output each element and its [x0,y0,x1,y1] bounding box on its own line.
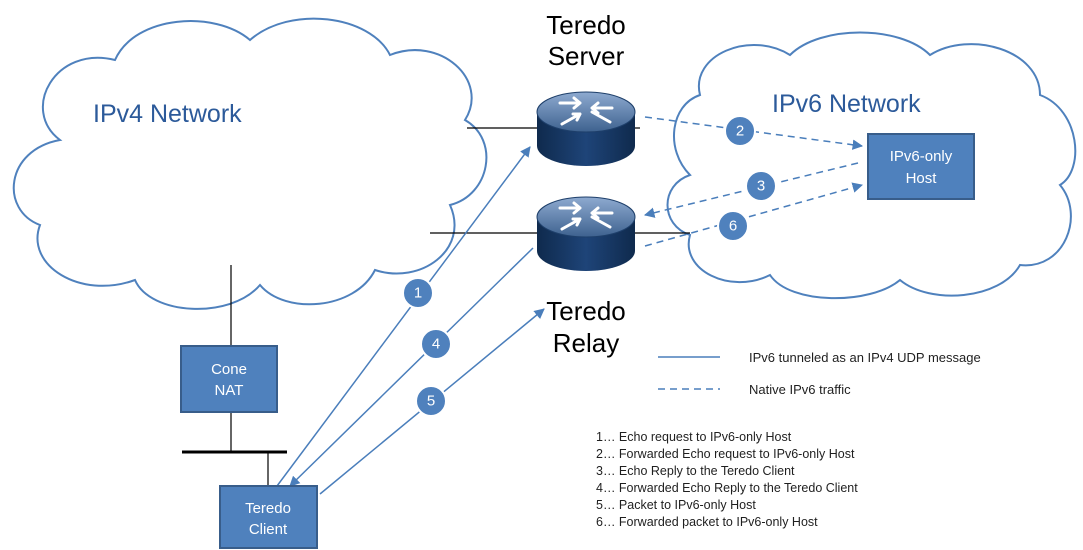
ipv6-host-label-line2: Host [906,170,938,187]
arrow-step-6 [644,182,864,247]
teredo-server-label-line2: Server [548,41,625,71]
note-step-5: 5… Packet to IPv6-only Host [596,498,756,512]
note-step-6: 6… Forwarded packet to IPv6-only Host [596,515,818,529]
ipv6-host-label-line1: IPv6-only [890,148,953,165]
step-badge-5-label: 5 [427,393,435,410]
step-badge-5: 5 [415,385,447,417]
step-badge-3-label: 3 [757,178,765,195]
note-step-4: 4… Forwarded Echo Reply to the Teredo Cl… [596,481,858,495]
teredo-relay-label-line1: Teredo [546,296,626,326]
legend-tunneled-label: IPv6 tunneled as an IPv4 UDP message [749,350,981,365]
teredo-relay-label-line2: Relay [553,328,619,358]
arrow-step-1 [276,146,531,487]
step-badge-6: 6 [717,210,749,242]
cone-nat-box: Cone NAT [180,345,278,413]
step-badge-2-label: 2 [736,123,744,140]
arrow-step-4 [289,247,534,487]
note-step-1: 1… Echo request to IPv6-only Host [596,430,792,444]
step-notes: 1… Echo request to IPv6-only Host 2… For… [596,430,858,529]
step-badge-6-label: 6 [729,218,737,235]
ipv6-host-box: IPv6-only Host [867,133,975,200]
teredo-client-box: Teredo Client [219,485,318,549]
step-badge-4-label: 4 [432,336,440,353]
teredo-relay-router: Teredo Relay [536,196,636,358]
router-icon [536,196,636,271]
ipv6-network-label: IPv6 Network [772,90,921,118]
legend-native-label: Native IPv6 traffic [749,382,851,397]
note-step-2: 2… Forwarded Echo request to IPv6-only H… [596,447,855,461]
ipv4-network-label: IPv4 Network [93,100,242,128]
ipv4-network-cloud: IPv4 Network [12,17,488,310]
note-step-3: 3… Echo Reply to the Teredo Client [596,464,795,478]
legend: IPv6 tunneled as an IPv4 UDP message Nat… [658,350,981,397]
cone-nat-label-line2: NAT [215,382,244,399]
teredo-client-label-line2: Client [249,521,288,538]
step-badge-3: 3 [745,170,777,202]
teredo-server-label-line1: Teredo [546,10,626,40]
step-badge-1-label: 1 [414,285,422,302]
teredo-client-label-line1: Teredo [245,500,291,517]
router-icon [536,91,636,166]
step-badge-4: 4 [420,328,452,360]
step-badge-1: 1 [402,277,434,309]
cone-nat-label-line1: Cone [211,361,247,378]
teredo-server-router: Teredo Server [536,10,636,166]
step-badge-2: 2 [724,115,756,147]
